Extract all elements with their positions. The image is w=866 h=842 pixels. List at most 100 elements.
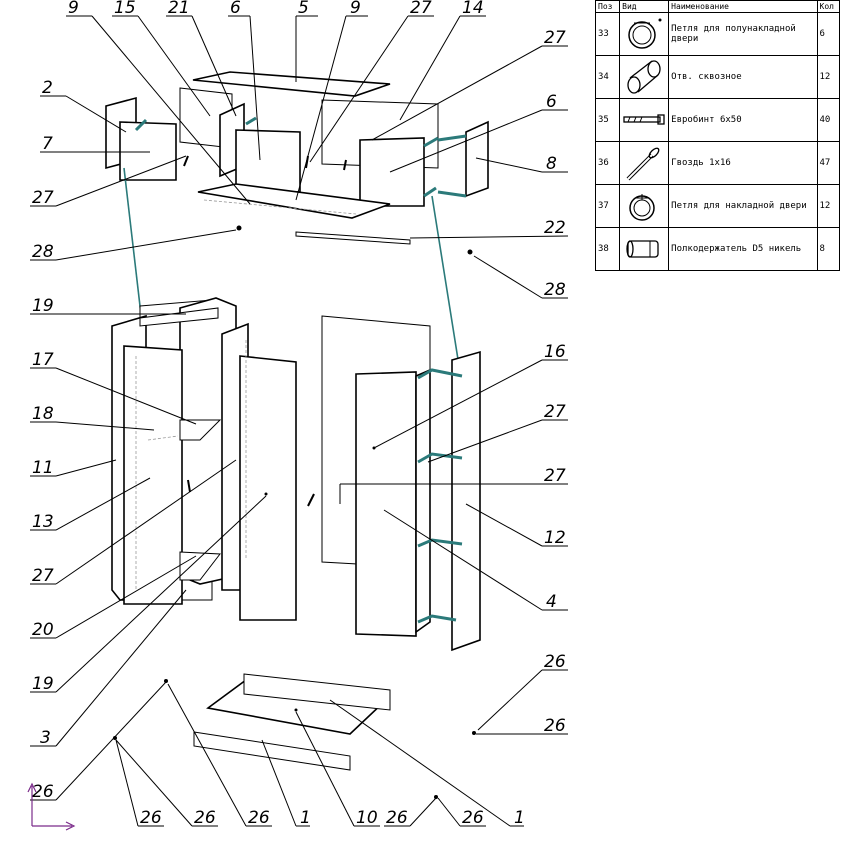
callout-4: 4 — [546, 592, 557, 612]
callout-27: 27 — [544, 402, 566, 422]
callout-16: 16 — [544, 342, 566, 362]
shelf-support-icon — [619, 227, 670, 271]
row-pos: 37 — [594, 184, 621, 228]
callout-22: 22 — [544, 218, 566, 238]
callout-6: 6 — [230, 0, 241, 18]
table-row: 35 Евробинт 6х50 40 — [594, 98, 840, 142]
lower-right-cabinet — [321, 315, 481, 652]
callout-13: 13 — [32, 512, 54, 532]
right-middle-panel — [415, 368, 431, 634]
right-upper-side — [465, 120, 489, 198]
callout-1: 1 — [300, 808, 311, 828]
left-top-cap — [139, 307, 219, 327]
row-qty: 8 — [816, 227, 840, 271]
callout-27: 27 — [32, 188, 54, 208]
row-qty: 40 — [816, 98, 840, 142]
parts-table: Поз Вид Наименование Кол 33 Петля для по… — [594, 0, 840, 271]
table-row: 33 Петля для полунакладной двери 6 — [594, 12, 840, 56]
row-pos: 33 — [594, 12, 621, 56]
overlay-hinge-icon — [619, 184, 670, 228]
callout-21: 21 — [168, 0, 190, 18]
callout-26: 26 — [248, 808, 270, 828]
callout-27: 27 — [544, 28, 566, 48]
callout-28: 28 — [544, 280, 566, 300]
row-pos: 36 — [594, 141, 621, 185]
callout-10: 10 — [356, 808, 378, 828]
callout-26: 26 — [386, 808, 408, 828]
table-row: 37 Петля для накладной двери 12 — [594, 184, 840, 228]
table-row: 38 Полкодержатель D5 никель 8 — [594, 227, 840, 271]
callout-19: 19 — [32, 296, 54, 316]
central-door — [235, 129, 301, 193]
hardware-marks — [113, 155, 476, 799]
callout-9: 9 — [350, 0, 361, 18]
callout-15: 15 — [114, 0, 136, 18]
callout-1: 1 — [514, 808, 525, 828]
callout-11: 11 — [32, 458, 54, 478]
header-pos: Поз — [594, 0, 621, 13]
callout-26: 26 — [140, 808, 162, 828]
left-shelf — [179, 419, 222, 441]
callout-26: 26 — [544, 716, 566, 736]
right-upper-door — [359, 137, 425, 207]
eurobolt-icon — [619, 98, 670, 142]
callout-7: 7 — [42, 134, 53, 154]
callout-27: 27 — [410, 0, 432, 18]
row-name: Отв. сквозное — [668, 55, 818, 99]
callout-19: 19 — [32, 674, 54, 694]
right-side-panel — [451, 350, 481, 652]
row-pos: 34 — [594, 55, 621, 99]
callout-12: 12 — [544, 528, 566, 548]
callout-5: 5 — [298, 0, 309, 18]
row-name: Гвоздь 1х16 — [668, 141, 818, 185]
table-row: 34 Отв. сквозное 12 — [594, 55, 840, 99]
row-qty: 47 — [816, 141, 840, 185]
header-view: Вид — [619, 0, 670, 13]
callout-27: 27 — [32, 566, 54, 586]
upper-cabinet — [105, 71, 489, 245]
callout-26: 26 — [462, 808, 484, 828]
callout-17: 17 — [32, 350, 54, 370]
nail-icon — [619, 141, 670, 185]
callout-27: 27 — [544, 466, 566, 486]
callout-labels: 9 15 21 6 5 9 27 14 2 27 6 7 8 27 22 28 … — [32, 0, 566, 828]
base-assembly — [193, 673, 391, 771]
top-panel — [192, 71, 391, 97]
callout-2: 2 — [42, 78, 53, 98]
callout-26: 26 — [32, 782, 54, 802]
base-front-plinth — [193, 731, 351, 771]
callout-26: 26 — [194, 808, 216, 828]
axis-indicator-icon — [27, 782, 76, 831]
callout-14: 14 — [462, 0, 484, 18]
row-name: Петля для полунакладной двери — [668, 12, 818, 56]
lower-left-cabinet — [111, 297, 297, 621]
row-qty: 12 — [816, 184, 840, 228]
callout-20: 20 — [32, 620, 54, 640]
left-lower-door — [123, 345, 183, 605]
callout-3: 3 — [40, 728, 51, 748]
bottom-upper-panel — [197, 183, 391, 219]
row-name: Петля для накладной двери — [668, 184, 818, 228]
leader-lines — [30, 15, 569, 827]
base-back-rail — [243, 673, 391, 711]
row-pos: 38 — [594, 227, 621, 271]
row-qty: 12 — [816, 55, 840, 99]
middle-door — [239, 355, 297, 621]
header-qty: Кол — [816, 0, 840, 13]
callout-8: 8 — [546, 154, 557, 174]
right-lower-door — [355, 371, 417, 637]
header-name: Наименование — [668, 0, 818, 13]
row-pos: 35 — [594, 98, 621, 142]
table-row: 36 Гвоздь 1х16 47 — [594, 141, 840, 185]
row-name: Полкодержатель D5 никель — [668, 227, 818, 271]
callout-9: 9 — [68, 0, 79, 18]
callout-6: 6 — [546, 92, 557, 112]
callout-18: 18 — [32, 404, 54, 424]
left-upper-door — [119, 121, 177, 181]
half-overlay-hinge-icon — [619, 12, 670, 56]
table-header-row: Поз Вид Наименование Кол — [594, 0, 840, 13]
callout-28: 28 — [32, 242, 54, 262]
callout-26: 26 — [544, 652, 566, 672]
through-hole-icon — [619, 55, 670, 99]
